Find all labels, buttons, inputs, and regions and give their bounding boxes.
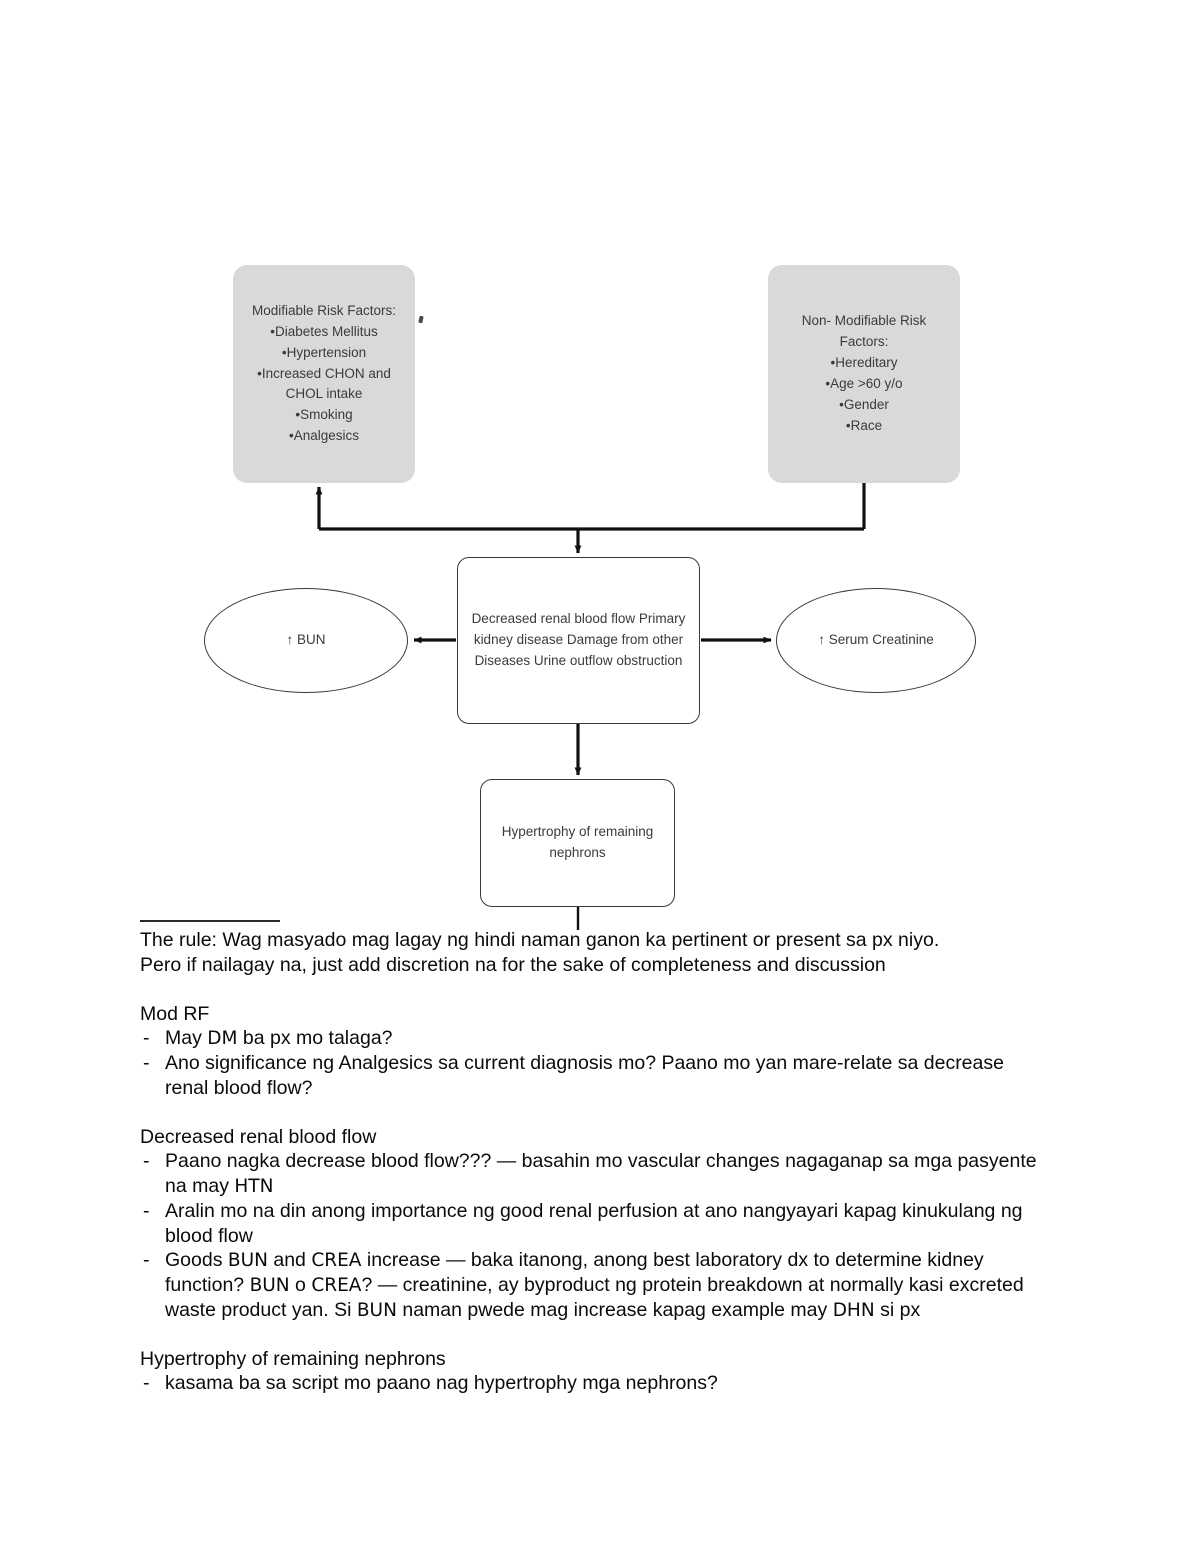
risk-factor-connector-bar xyxy=(315,483,866,531)
list-item: Aralin mo na din anong importance ng goo… xyxy=(140,1199,1050,1249)
node-hypertrophy-of-remaining-nephrons: Hypertrophy of remaining nephrons xyxy=(480,779,675,907)
section-list-decreased-renal-blood-flow: Paano nagka decrease blood flow??? — bas… xyxy=(140,1149,1050,1322)
node-non-modifiable-risk-factors: Non- Modifiable Risk Factors: •Hereditar… xyxy=(768,265,960,483)
node-modifiable-risk-factors: Modifiable Risk Factors: •Diabetes Melli… xyxy=(233,265,415,483)
list-item: kasama ba sa script mo paano nag hypertr… xyxy=(140,1371,1050,1396)
horizontal-rule xyxy=(140,920,280,922)
node-decreased-renal-blood-flow-label: Decreased renal blood flow Primary kidne… xyxy=(471,611,686,668)
flowchart-diagram: Modifiable Risk Factors: •Diabetes Melli… xyxy=(204,265,976,930)
paragraph-spacer xyxy=(140,978,1050,1002)
notes-section: The rule: Wag masyado mag lagay ng hindi… xyxy=(140,920,1050,1396)
flowchart-connectors xyxy=(315,483,866,930)
section-heading-decreased-renal-blood-flow: Decreased renal blood flow xyxy=(140,1125,377,1148)
paragraph-spacer xyxy=(140,1101,1050,1125)
node-increased-serum-creatinine: ↑ Serum Creatinine xyxy=(776,588,976,693)
rule-paragraph-line2: Pero if nailagay na, just add discretion… xyxy=(140,953,886,976)
section-heading-hypertrophy: Hypertrophy of remaining nephrons xyxy=(140,1347,446,1370)
paragraph-spacer xyxy=(140,1323,1050,1347)
section-list-hypertrophy: kasama ba sa script mo paano nag hypertr… xyxy=(140,1371,1050,1396)
section-list-mod-rf: May DM ba px mo talaga? Ano significance… xyxy=(140,1026,1050,1100)
node-non-modifiable-risk-factors-label: Non- Modifiable Risk Factors: •Hereditar… xyxy=(801,313,927,433)
node-modifiable-risk-factors-label: Modifiable Risk Factors: •Diabetes Melli… xyxy=(251,302,397,444)
list-item: Ano significance ng Analgesics sa curren… xyxy=(140,1051,1050,1101)
list-item: May DM ba px mo talaga? xyxy=(140,1026,1050,1051)
rule-paragraph-line1: The rule: Wag masyado mag lagay ng hindi… xyxy=(140,929,940,951)
node-decreased-renal-blood-flow: Decreased renal blood flow Primary kidne… xyxy=(457,557,700,724)
node-increased-bun-label: ↑ BUN xyxy=(286,632,326,648)
list-item: Paano nagka decrease blood flow??? — bas… xyxy=(140,1149,1050,1199)
node-hypertrophy-of-remaining-nephrons-label: Hypertrophy of remaining nephrons xyxy=(501,824,654,860)
list-item: Goods BUN and CREA increase — baka itano… xyxy=(140,1248,1050,1322)
node-increased-bun: ↑ BUN xyxy=(204,588,408,693)
node-increased-serum-creatinine-label: ↑ Serum Creatinine xyxy=(818,632,934,648)
section-heading-mod-rf: Mod RF xyxy=(140,1002,210,1025)
